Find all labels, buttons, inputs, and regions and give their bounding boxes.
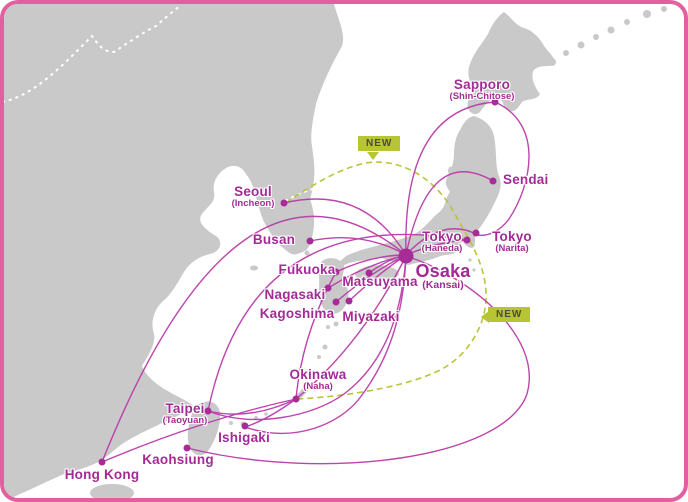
land-kuril-islands: [548, 6, 667, 66]
land-taiwan: [187, 401, 221, 456]
route-osaka-sendai: [405, 171, 494, 256]
city-dot-okinawa: [292, 395, 300, 403]
route-osaka-okinawa: [295, 255, 407, 400]
route-sapporo-narita: [476, 101, 530, 237]
route-okinawa-hongkong: [101, 398, 297, 463]
city-dot-osaka: [398, 248, 414, 264]
city-dot-nagasaki: [324, 284, 332, 292]
city-dot-seoul: [280, 199, 288, 207]
city-dot-tokyo-narita: [472, 229, 480, 237]
land-shikoku: [355, 265, 399, 282]
route-osaka-narita: [405, 228, 477, 256]
city-dot-taipei: [204, 407, 212, 415]
new-badge-top-arrow-icon: [367, 152, 379, 160]
route-taipei-haneda: [207, 233, 468, 412]
land-asia: [4, 4, 343, 498]
route-okinawa-ishigaki: [244, 398, 297, 428]
city-dot-ishigaki: [241, 422, 249, 430]
route-osaka-nagasaki: [327, 254, 407, 289]
route-osaka-sapporo: [405, 101, 496, 256]
city-dots: [98, 98, 499, 466]
city-dot-matsuyama: [365, 269, 373, 277]
city-dot-tokyo-haneda: [463, 236, 471, 244]
city-dot-kaohsiung: [183, 444, 191, 452]
route-okinawa-taipei: [207, 398, 297, 415]
country-border-dashes: [4, 5, 317, 202]
route-osaka-hongkong: [101, 215, 407, 463]
city-dot-miyazaki: [345, 297, 353, 305]
city-dot-busan: [306, 237, 314, 245]
city-dot-fukuoka: [332, 268, 340, 276]
land-kyushu: [318, 258, 349, 314]
city-dot-sendai: [489, 177, 497, 185]
route-osaka-taipei: [207, 255, 407, 421]
new-badge-top: NEW: [358, 136, 401, 151]
city-dot-hongkong: [98, 458, 106, 466]
route-osaka-kaohsiung: [186, 255, 530, 465]
new-badge-right: NEW: [488, 307, 531, 322]
landmass-group: [4, 4, 667, 498]
route-osaka-ishigaki: [244, 255, 407, 435]
land-hainan: [90, 484, 134, 498]
new-badge-right-arrow-icon: [481, 311, 489, 323]
map-canvas: [4, 4, 667, 498]
route-dashed-new: [285, 161, 487, 400]
land-hokkaido: [467, 12, 555, 115]
city-dot-kagoshima: [332, 298, 340, 306]
city-dot-sapporo: [491, 98, 499, 106]
route-osaka-seoul: [283, 198, 407, 256]
